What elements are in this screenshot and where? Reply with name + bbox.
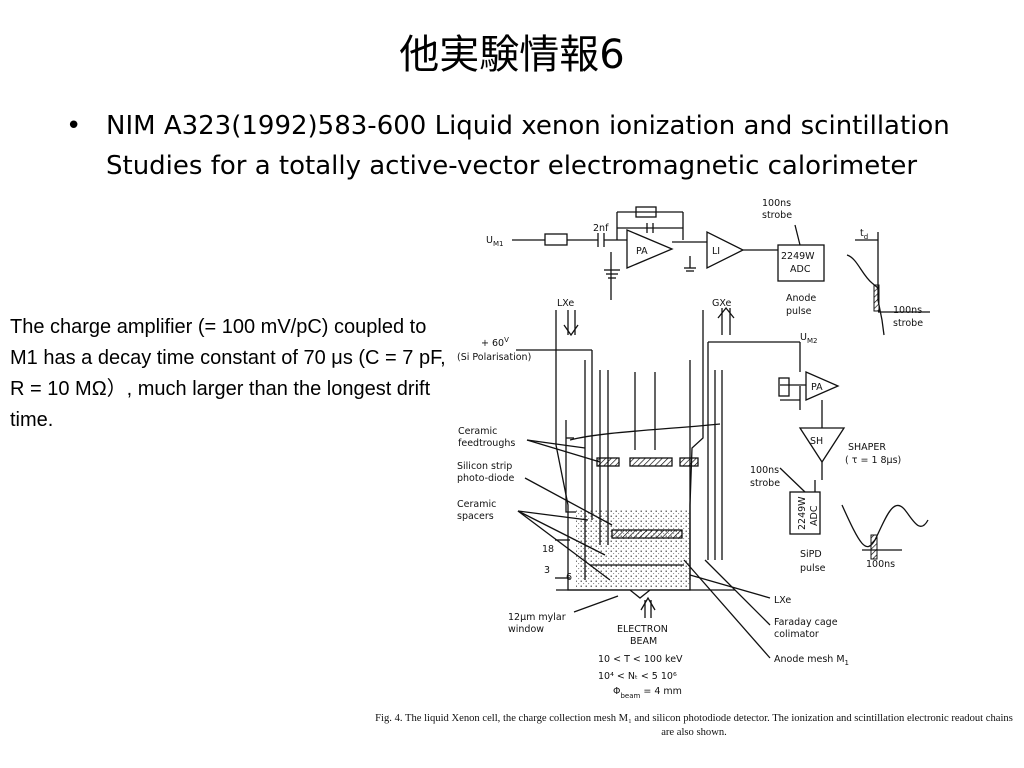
label-si-strip-2: photo-diode <box>457 473 515 484</box>
label-lxe-top: LXe <box>557 298 574 309</box>
figure-caption: Fig. 4. The liquid Xenon cell, the charg… <box>375 713 1013 738</box>
label-beam-1: ELECTRON <box>617 624 668 635</box>
label-phi: Φbeam = 4 mm <box>613 686 682 700</box>
preamp-top <box>626 229 674 269</box>
bullet-dot-icon: • <box>66 111 82 141</box>
detector-schematic: UM1 2nf PA LI 100ns strobe 2249W ADC td … <box>457 198 930 700</box>
label-sipd-1: SiPD <box>800 549 822 560</box>
label-strobe-top-2: strobe <box>762 210 792 221</box>
label-faraday-2: colimator <box>774 629 819 640</box>
linear-amp-top <box>706 230 745 270</box>
label-adc-mid-1: 2249W <box>797 496 808 530</box>
feedthrough-left <box>596 457 620 467</box>
label-adc-top-2: ADC <box>790 264 811 275</box>
label-sipd-100ns: 100ns <box>866 559 895 570</box>
label-td: td <box>860 228 868 241</box>
label-adc-mid-2: ADC <box>809 505 820 526</box>
label-dim-3: 3 <box>544 565 550 576</box>
annotation-text: The charge amplifier (= 100 mV/pC) coupl… <box>10 316 446 431</box>
liquid-xenon <box>576 510 690 588</box>
label-bias-2: (Si Polarisation) <box>457 352 531 363</box>
label-cap: 2nf <box>593 223 609 234</box>
label-strobe-mid-1: 100ns <box>750 465 779 476</box>
label-shaper-1: SHAPER <box>848 442 886 453</box>
label-gxe: GXe <box>712 298 731 309</box>
label-strobe-right-2: strobe <box>893 318 923 329</box>
resistor-input <box>544 233 568 246</box>
label-sipd-2: pulse <box>800 563 826 574</box>
label-pa: PA <box>636 246 648 257</box>
label-lxe-bottom: LXe <box>774 595 791 606</box>
shaper <box>798 427 846 464</box>
label-mylar-2: window <box>508 624 544 635</box>
label-ceramic-spacers-2: spacers <box>457 511 494 522</box>
feedthrough-mid <box>629 457 673 467</box>
adc-top <box>777 244 825 282</box>
label-sh: SH <box>810 436 823 447</box>
label-strobe-right-1: 100ns <box>893 305 922 316</box>
label-ceramic-spacers-1: Ceramic <box>457 499 496 510</box>
label-pa2: PA <box>811 382 823 393</box>
label-anode-pulse-2: pulse <box>786 306 812 317</box>
label-shaper-2: ( τ = 1 8μs) <box>845 455 901 466</box>
label-strobe-mid-2: strobe <box>750 478 780 489</box>
feedthrough-right <box>679 457 699 467</box>
label-adc-top-1: 2249W <box>781 251 815 262</box>
slide-title: 他実験情報6 <box>399 32 625 78</box>
preamp-bottom <box>805 371 840 401</box>
label-beam-2: BEAM <box>630 636 657 647</box>
label-dim-18: 18 <box>542 544 554 555</box>
label-mylar-1: 12μm mylar <box>508 612 566 623</box>
label-ceramic-feed-2: feedtroughs <box>458 438 515 449</box>
label-bias: + 60V <box>481 336 509 349</box>
label-si-strip-1: Silicon strip <box>457 461 512 472</box>
label-nt: 10⁴ < Nₜ < 5 10⁶ <box>598 671 677 682</box>
label-ceramic-feed-1: Ceramic <box>458 426 497 437</box>
label-energy: 10 < T < 100 keV <box>598 654 683 665</box>
bullet-text: NIM A323(1992)583-600 Liquid xenon ioniz… <box>106 111 950 181</box>
label-um1: UM1 <box>486 235 503 248</box>
label-um2: UM2 <box>800 332 817 345</box>
label-faraday-1: Faraday cage <box>774 617 838 628</box>
label-anode-pulse-1: Anode <box>786 293 816 304</box>
label-dim-6: 6 <box>566 572 572 583</box>
label-anode-mesh: Anode mesh M1 <box>774 654 849 667</box>
sipd-pulse-waveform <box>841 504 929 548</box>
label-li: LI <box>712 246 720 257</box>
label-strobe-top-1: 100ns <box>762 198 791 209</box>
